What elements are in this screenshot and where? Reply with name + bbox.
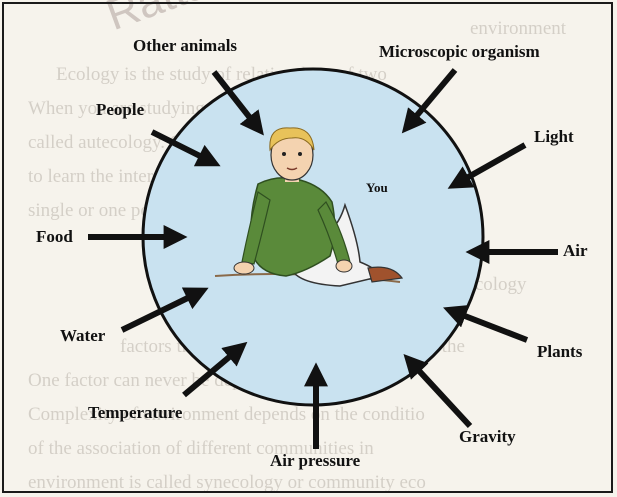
arrow-gravity (410, 361, 470, 426)
label-air: Air (563, 241, 588, 261)
label-other-animals: Other animals (133, 36, 237, 56)
label-light: Light (534, 127, 574, 147)
label-people: People (96, 100, 144, 120)
arrow-plants (452, 311, 527, 340)
label-air-pressure: Air pressure (270, 451, 360, 471)
label-plants: Plants (537, 342, 582, 362)
label-gravity: Gravity (459, 427, 516, 447)
label-microscopic-organism: Microscopic organism (379, 42, 540, 62)
label-water: Water (60, 326, 105, 346)
center-label-you: You (366, 180, 388, 196)
label-temperature: Temperature (88, 403, 182, 423)
label-food: Food (36, 227, 73, 247)
